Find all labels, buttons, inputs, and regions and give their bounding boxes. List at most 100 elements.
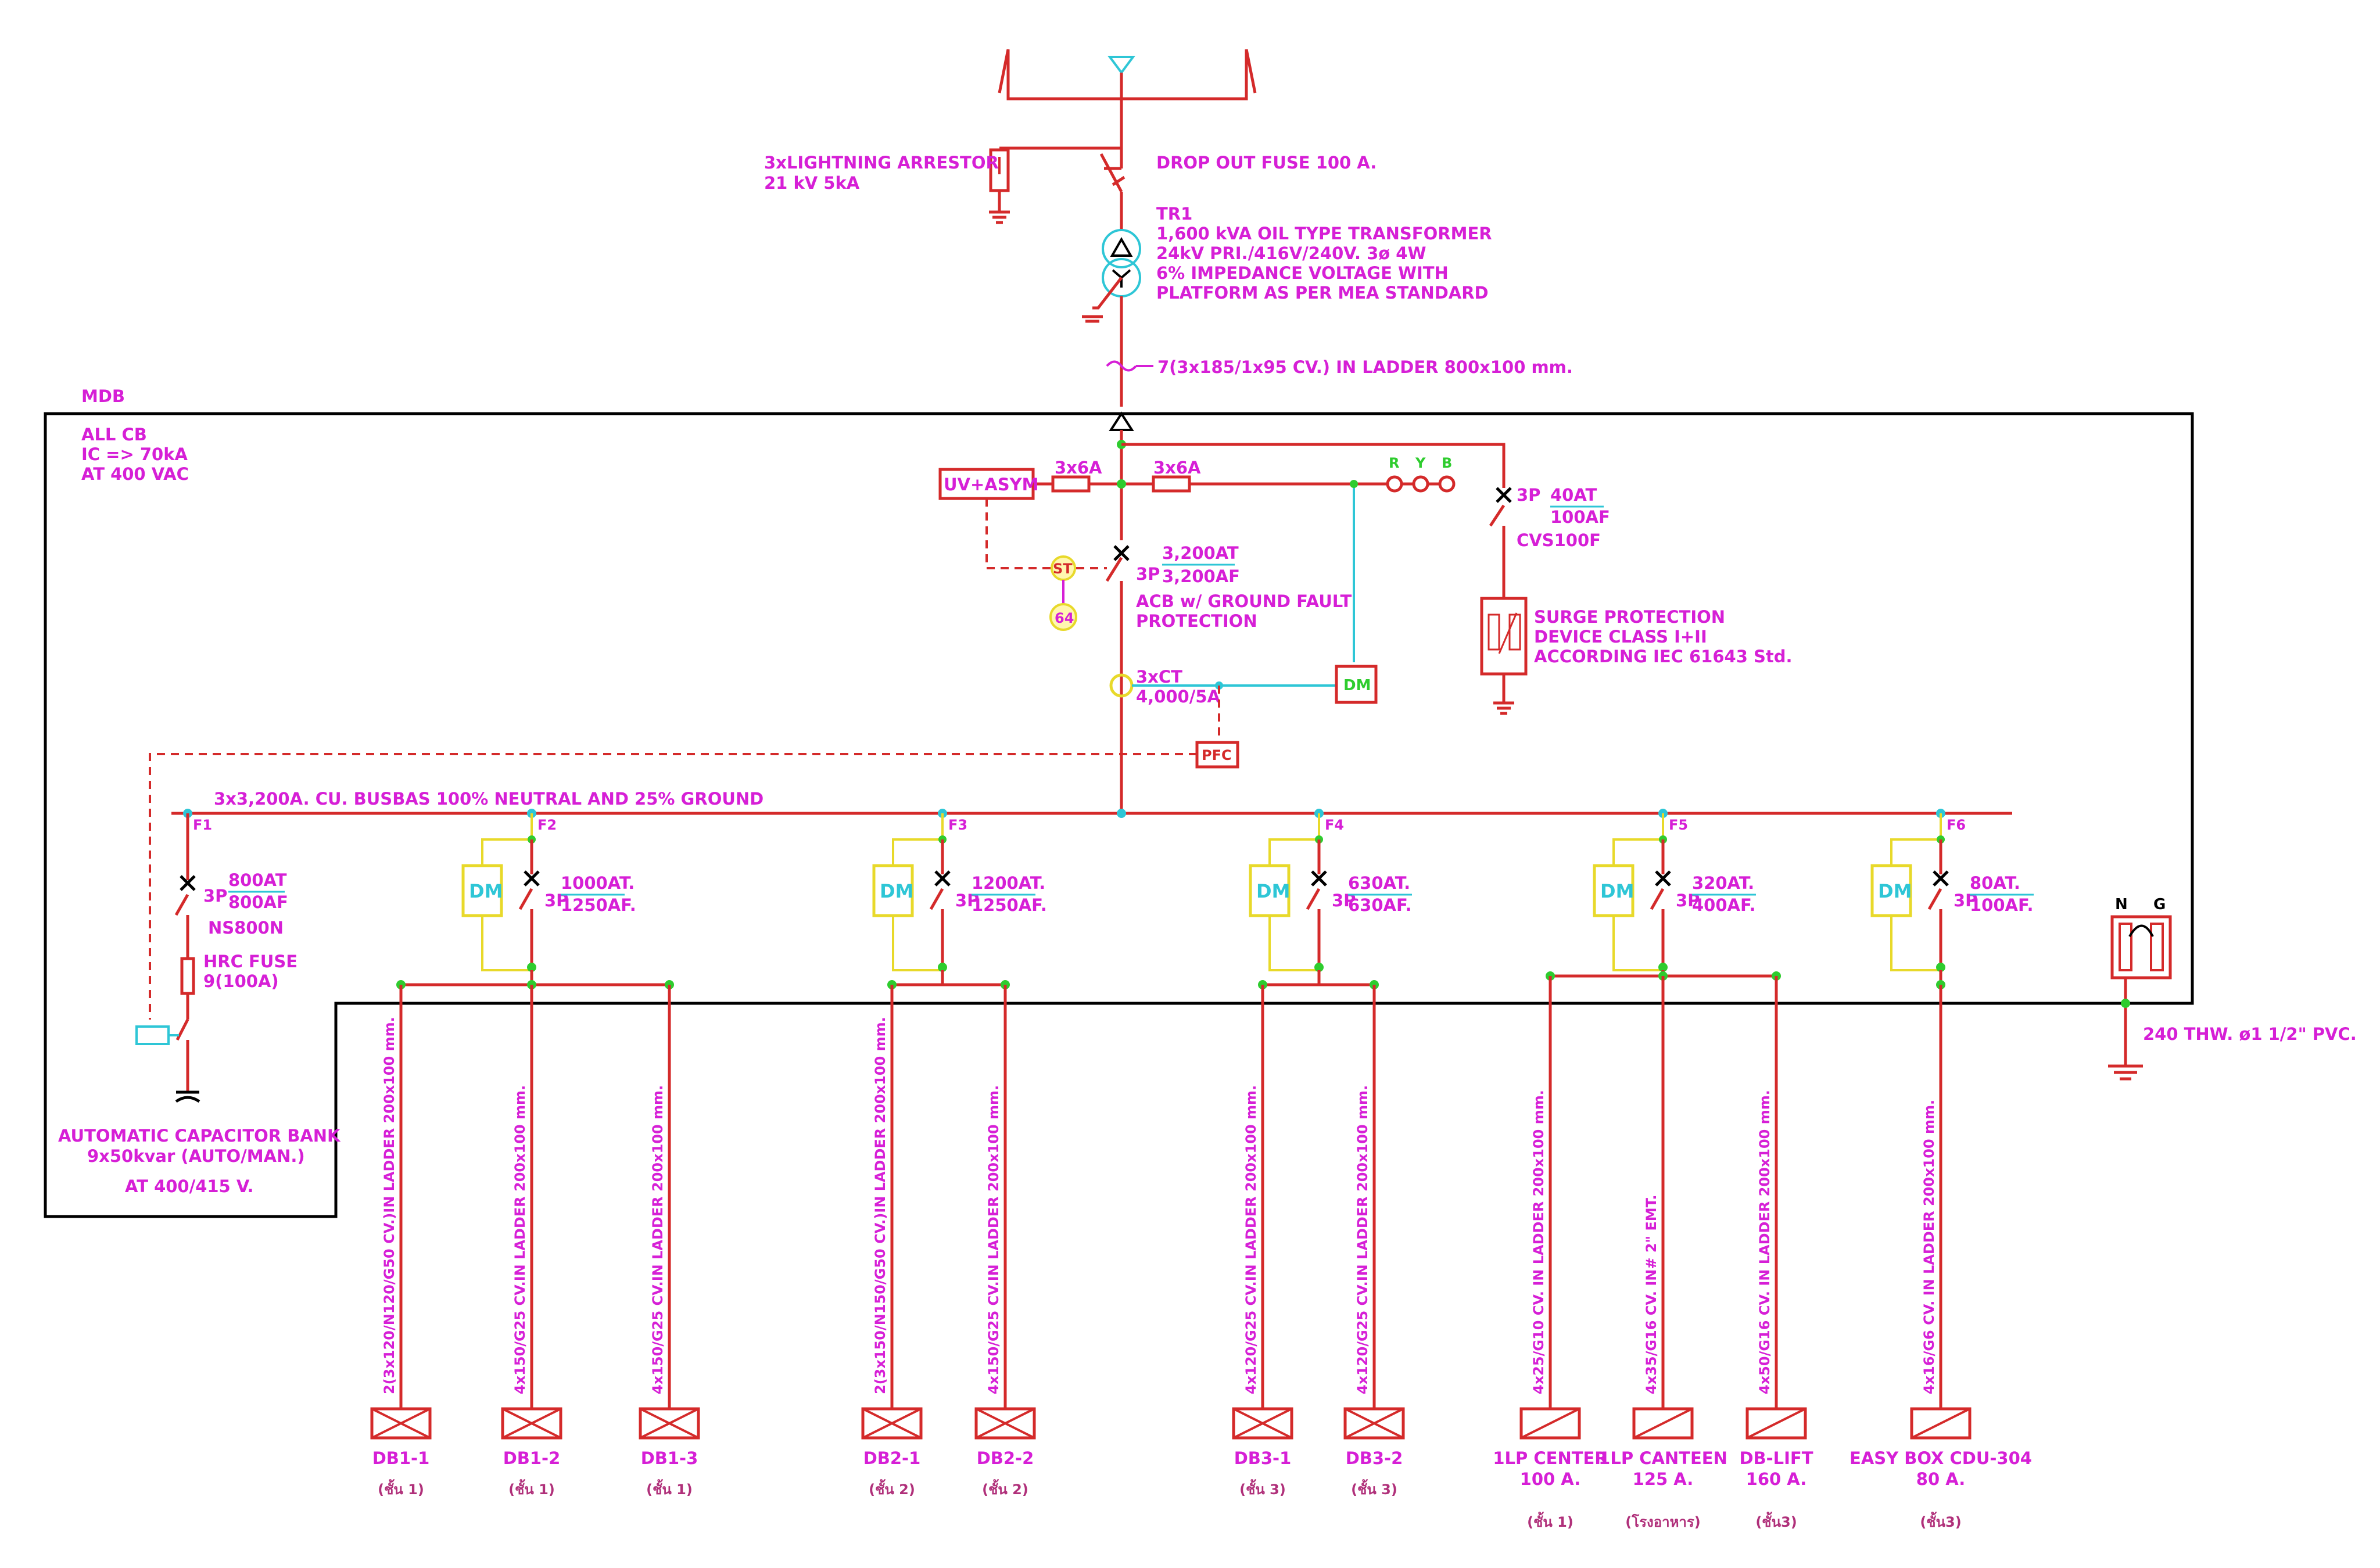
- feeder-breaker-icon: [1650, 888, 1665, 910]
- feeder-id: F5: [1669, 817, 1688, 833]
- load-name: DB1-1: [372, 1448, 430, 1468]
- panel-cross-icon: [1233, 1408, 1292, 1439]
- mdb-note-1: ALL CB: [81, 425, 147, 444]
- neutral-ground: N G 240 THW. ø1 1/2" PVC.: [2108, 896, 2357, 1081]
- incoming-terminal-icon: [1109, 411, 1134, 431]
- main-dm-label: DM: [1343, 677, 1371, 694]
- load-cable-label: 4x150/G25 CV.IN LADDER 200x100 mm.: [985, 1085, 1002, 1394]
- incoming-section: 3xLIGHTNING ARRESTOR 21 kV 5kA DROP OUT …: [764, 49, 1573, 431]
- load-4: 4x150/G25 CV.IN LADDER 200x100 mm.DB2-2(…: [974, 1085, 1036, 1498]
- tr-label-4: 6% IMPEDANCE VOLTAGE WITH: [1156, 263, 1449, 283]
- tr-label-5: PLATFORM AS PER MEA STANDARD: [1156, 283, 1489, 303]
- breaker-trip-icon: [1655, 870, 1671, 887]
- phase-r-label: R: [1389, 455, 1399, 471]
- supply-symbol-icon: [1107, 56, 1135, 75]
- f1-breaker-icon: [174, 894, 189, 916]
- feeder-dm-box: [461, 864, 503, 917]
- lamp-b-icon: [1438, 475, 1456, 493]
- f1-fuse-1: HRC FUSE: [203, 952, 298, 971]
- f1-af: 800AF: [228, 892, 288, 912]
- breaker-trip-icon: [1933, 870, 1949, 887]
- panel-slash-icon: [1747, 1408, 1806, 1439]
- feeder-at: 80AT.: [1970, 873, 2020, 893]
- main-af: 3,200AF: [1162, 566, 1240, 586]
- load-10: 4x16/G6 CV. IN LADDER 200x100 mm. EASY BO…: [1849, 1100, 2032, 1530]
- load-cable-label: 4x150/G25 CV.IN LADDER 200x100 mm.: [512, 1085, 528, 1394]
- main-desc-2: PROTECTION: [1136, 611, 1257, 631]
- load-cable-label: 2(3x150/N150/G50 CV.)IN LADDER 200x100 m…: [872, 1017, 888, 1394]
- f1-fuse-2: 9(100A): [203, 971, 279, 991]
- panel-slash-icon: [1521, 1408, 1580, 1439]
- load-rating: 160 A.: [1746, 1469, 1807, 1489]
- feeder-dm-box: [872, 864, 914, 917]
- feeder-af: 630AF.: [1348, 895, 1412, 915]
- surge-desc-2: DEVICE CLASS I+II: [1534, 627, 1707, 647]
- load-sub: (ชั้น3): [1755, 1511, 1797, 1530]
- feeder-dm-label: DM: [1256, 880, 1290, 902]
- load-sub: (ชั้น 1): [1527, 1511, 1573, 1530]
- load-cable-label: 4x120/G25 CV.IN LADDER 200x100 mm.: [1243, 1085, 1259, 1394]
- tr-label-1: TR1: [1156, 204, 1192, 224]
- load-7: 4x25/G10 CV. IN LADDER 200x100 mm.1LP CE…: [1493, 1090, 1607, 1530]
- load-2: 4x150/G25 CV.IN LADDER 200x100 mm.DB1-3(…: [639, 1085, 700, 1498]
- feeder-af: 100AF.: [1970, 895, 2034, 915]
- ground-cable-label: 240 THW. ø1 1/2" PVC.: [2143, 1024, 2357, 1044]
- tr-label-3: 24kV PRI./416V/240V. 3ø 4W: [1156, 243, 1426, 263]
- load-name: DB3-1: [1234, 1448, 1292, 1468]
- load-sub: (ชั้น 2): [869, 1479, 915, 1498]
- uv-asym-relay-box: [938, 468, 1035, 500]
- mdb-frame: [44, 412, 2194, 1218]
- ct-label-2: 4,000/5A: [1136, 687, 1220, 706]
- load-0: 2(3x120/N120/G50 CV.)IN LADDER 200x100 m…: [370, 1017, 432, 1498]
- surge-at: 40AT: [1550, 485, 1597, 505]
- g-label: G: [2153, 896, 2166, 913]
- feeder-breaker-icon: [929, 888, 944, 910]
- load-name: DB2-2: [977, 1448, 1034, 1468]
- fuse-2-label: 3x6A: [1153, 458, 1201, 478]
- pfc-label: PFC: [1202, 747, 1232, 763]
- load-9: 4x50/G16 CV. IN LADDER 200x100 mm.DB-LIF…: [1739, 1090, 1813, 1530]
- feeder-af: 400AF.: [1692, 895, 1756, 915]
- f1-at: 800AT: [228, 870, 287, 890]
- surge-af: 100AF: [1550, 507, 1610, 527]
- load-name: DB1-2: [503, 1448, 561, 1468]
- load-cable-label: 4x16/G6 CV. IN LADDER 200x100 mm.: [1921, 1100, 1937, 1394]
- feeder-at: 1000AT.: [561, 873, 635, 893]
- mdb-title: MDB: [81, 386, 125, 406]
- load-name: DB1-3: [641, 1448, 698, 1468]
- busbar-label: 3x3,200A. CU. BUSBAS 100% NEUTRAL AND 25…: [214, 789, 764, 809]
- tr-label-2: 1,600 kVA OIL TYPE TRANSFORMER: [1156, 224, 1492, 243]
- dropout-fuse-label: DROP OUT FUSE 100 A.: [1156, 153, 1377, 173]
- load-sub: (ชั้น 1): [378, 1479, 424, 1498]
- fuse-2-icon: [1152, 475, 1191, 493]
- load-name: EASY BOX CDU-304: [1849, 1448, 2032, 1468]
- feeder-dm-label: DM: [469, 880, 503, 902]
- feeder-id: F3: [948, 817, 967, 833]
- load-sub: (ชั้น3): [1920, 1511, 1961, 1530]
- lamp-r-icon: [1386, 475, 1403, 493]
- surge-desc-1: SURGE PROTECTION: [1534, 607, 1725, 627]
- panel-slash-icon: [1911, 1408, 1970, 1439]
- load-sub: (ชั้น 1): [508, 1479, 555, 1498]
- breaker-trip-icon: [934, 870, 951, 887]
- load-name: DB2-1: [863, 1448, 921, 1468]
- feeder-breaker-icon: [1306, 888, 1321, 910]
- load-name: 1LP CANTEEN: [1598, 1448, 1727, 1468]
- feeder-dm-label: DM: [1878, 880, 1912, 902]
- main-pole: 3P: [1136, 564, 1160, 584]
- breaker-trip-icon: [524, 870, 540, 887]
- main-desc-1: ACB w/ GROUND FAULT: [1136, 591, 1352, 611]
- feeder-id: F6: [1947, 817, 1966, 833]
- load-rating: 100 A.: [1520, 1469, 1581, 1489]
- f1-pole: 3P: [203, 886, 227, 906]
- phase-y-label: Y: [1415, 455, 1426, 471]
- transformer-primary-icon: [1102, 229, 1141, 268]
- feeder-f1: F1 3P 800AT 800AF NS800N HRC FUSE 9(100A…: [58, 809, 341, 1196]
- load-sub: (ชั้น 3): [1239, 1479, 1286, 1498]
- surge-desc-3: ACCORDING IEC 61643 Std.: [1534, 647, 1793, 666]
- load-3: 2(3x150/N150/G50 CV.)IN LADDER 200x100 m…: [861, 1017, 923, 1498]
- main-acb-icon: [1105, 557, 1123, 582]
